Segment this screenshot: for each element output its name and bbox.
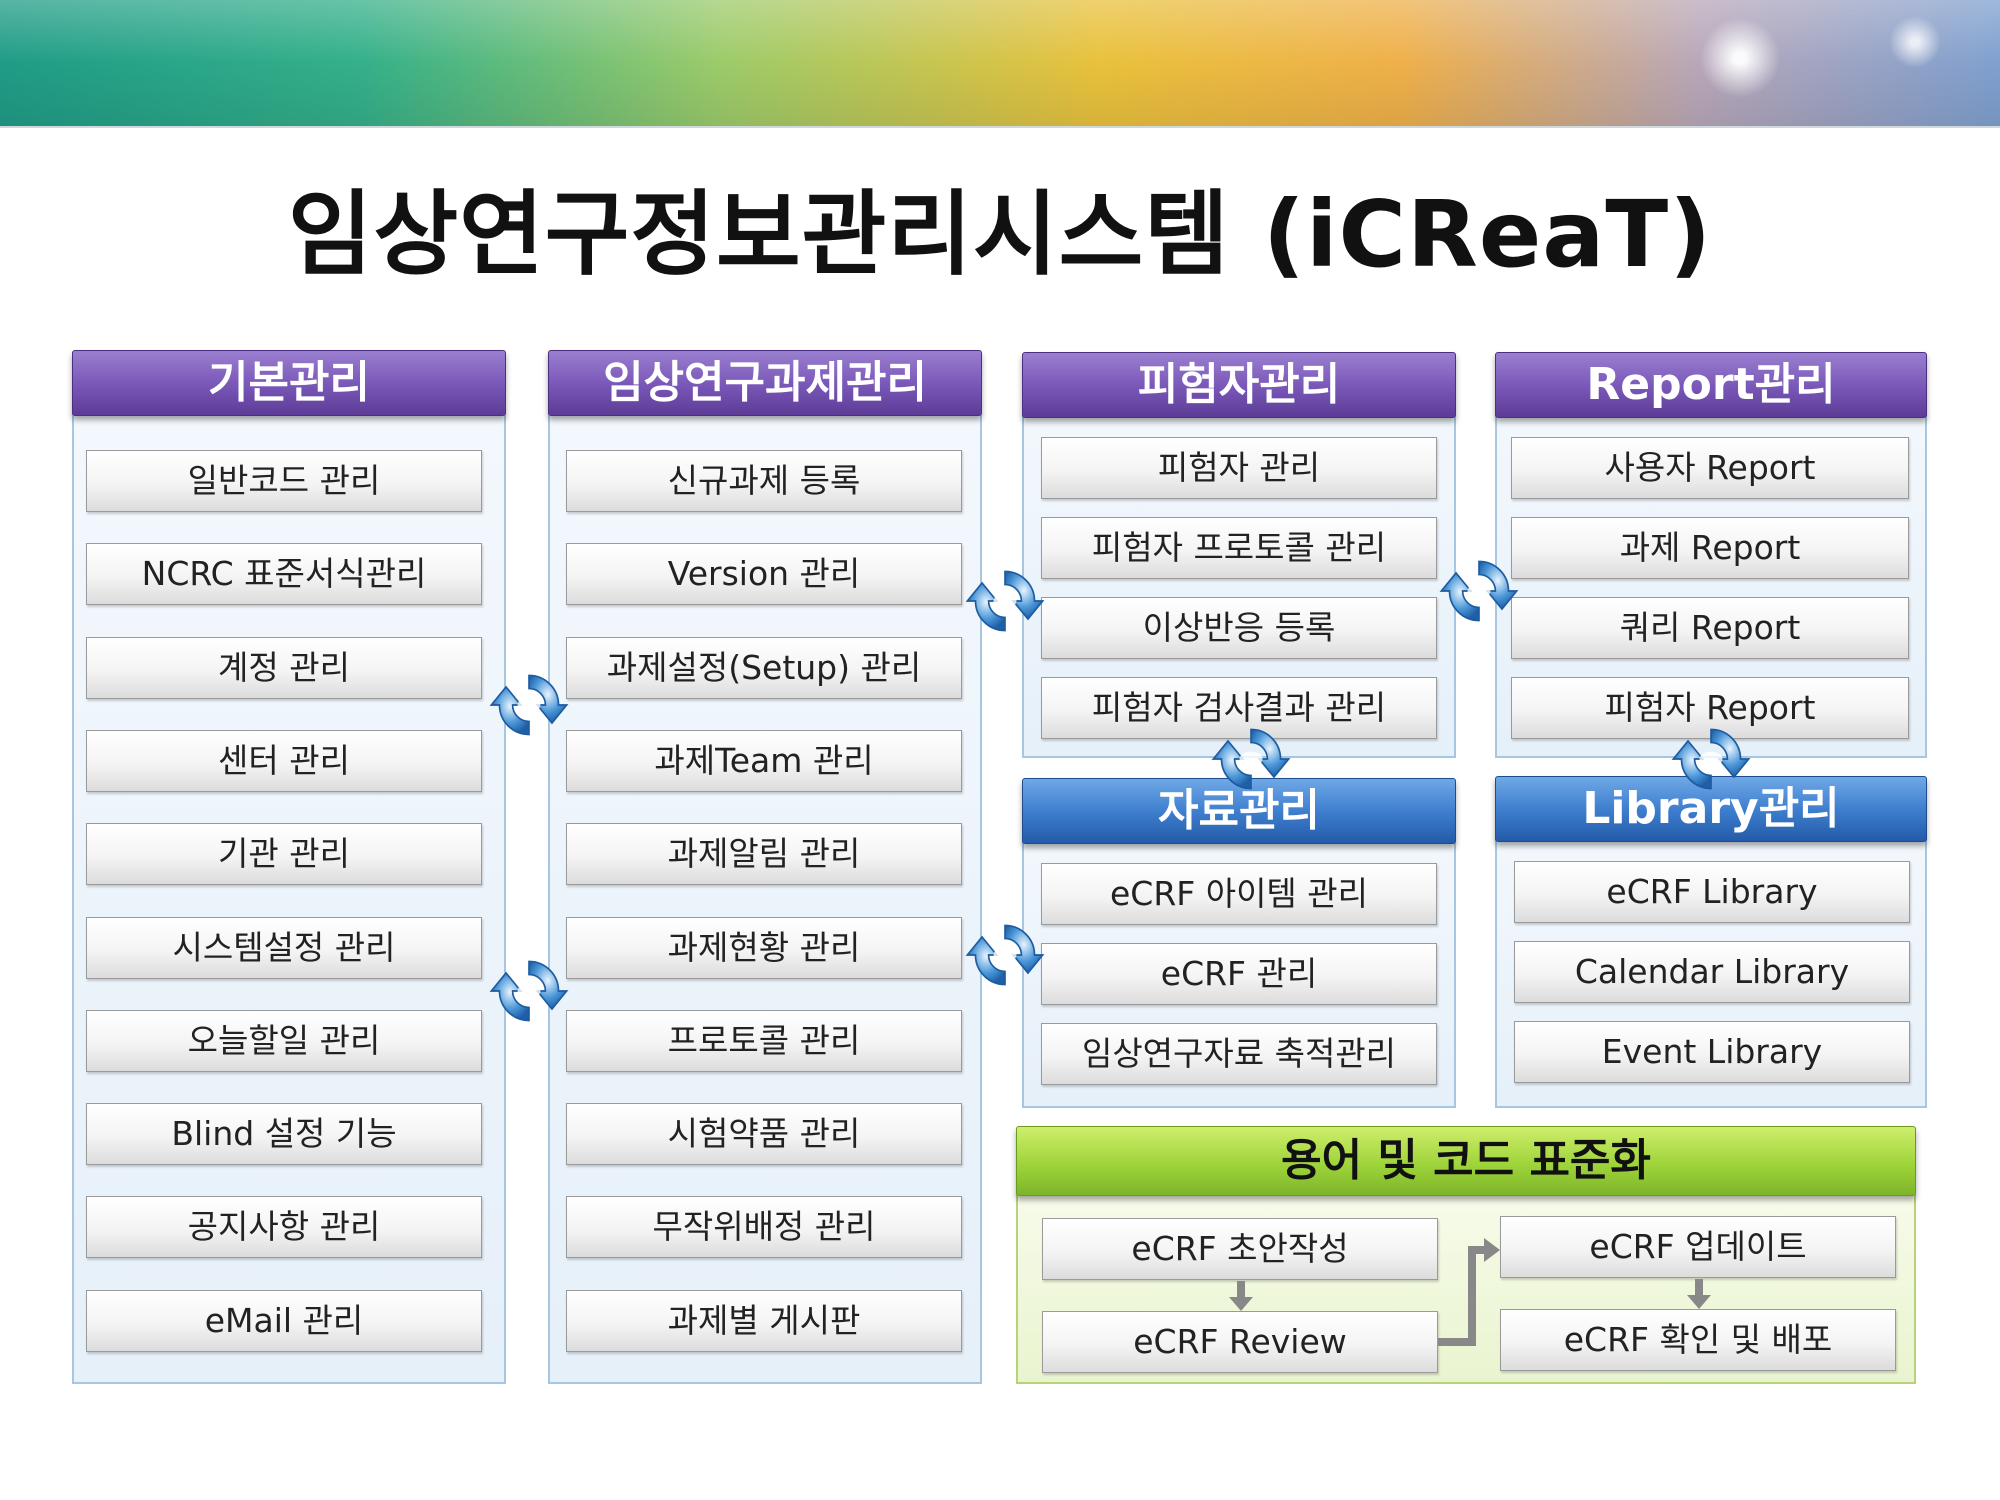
subject-item-3[interactable]: 이상반응 등록 — [1041, 597, 1437, 659]
cycle-arrows-icon — [1210, 718, 1292, 800]
header-banner — [0, 0, 2000, 128]
basic-item-10[interactable]: eMail 관리 — [86, 1290, 482, 1352]
basic-item-6[interactable]: 시스템설정 관리 — [86, 917, 482, 979]
arrow-down-icon — [1687, 1279, 1711, 1309]
basic-item-8[interactable]: Blind 설정 기능 — [86, 1103, 482, 1165]
basic-item-7[interactable]: 오늘할일 관리 — [86, 1010, 482, 1072]
subject-item-1[interactable]: 피험자 관리 — [1041, 437, 1437, 499]
data-item-3[interactable]: 임상연구자료 축적관리 — [1041, 1023, 1437, 1085]
standard-item-release[interactable]: eCRF 확인 및 배포 — [1500, 1309, 1896, 1371]
project-item-10[interactable]: 과제별 게시판 — [566, 1290, 962, 1352]
cycle-arrows-icon — [964, 560, 1046, 642]
standard-item-draft[interactable]: eCRF 초안작성 — [1042, 1218, 1438, 1280]
subject-item-2[interactable]: 피험자 프로토콜 관리 — [1041, 517, 1437, 579]
project-item-9[interactable]: 무작위배정 관리 — [566, 1196, 962, 1258]
project-item-8[interactable]: 시험약품 관리 — [566, 1103, 962, 1165]
basic-item-5[interactable]: 기관 관리 — [86, 823, 482, 885]
standard-item-update[interactable]: eCRF 업데이트 — [1500, 1216, 1896, 1278]
report-item-4[interactable]: 피험자 Report — [1511, 677, 1909, 739]
report-item-2[interactable]: 과제 Report — [1511, 517, 1909, 579]
library-item-3[interactable]: Event Library — [1514, 1021, 1910, 1083]
project-header: 임상연구과제관리 — [548, 350, 982, 416]
project-item-2[interactable]: Version 관리 — [566, 543, 962, 605]
basic-item-3[interactable]: 계정 관리 — [86, 637, 482, 699]
cycle-arrows-icon — [488, 664, 570, 746]
cycle-arrows-icon — [1670, 718, 1752, 800]
basic-item-2[interactable]: NCRC 표준서식관리 — [86, 543, 482, 605]
project-item-4[interactable]: 과제Team 관리 — [566, 730, 962, 792]
project-item-7[interactable]: 프로토콜 관리 — [566, 1010, 962, 1072]
data-header: 자료관리 — [1022, 778, 1456, 844]
basic-header: 기본관리 — [72, 350, 506, 416]
basic-item-1[interactable]: 일반코드 관리 — [86, 450, 482, 512]
project-item-6[interactable]: 과제현황 관리 — [566, 917, 962, 979]
standard-header: 용어 및 코드 표준화 — [1016, 1126, 1916, 1196]
basic-item-9[interactable]: 공지사항 관리 — [86, 1196, 482, 1258]
library-item-1[interactable]: eCRF Library — [1514, 861, 1910, 923]
project-item-5[interactable]: 과제알림 관리 — [566, 823, 962, 885]
subject-item-4[interactable]: 피험자 검사결과 관리 — [1041, 677, 1437, 739]
project-item-3[interactable]: 과제설정(Setup) 관리 — [566, 637, 962, 699]
page-title: 임상연구정보관리시스템 (iCReaT) — [287, 181, 1713, 288]
data-item-1[interactable]: eCRF 아이템 관리 — [1041, 863, 1437, 925]
project-item-1[interactable]: 신규과제 등록 — [566, 450, 962, 512]
subject-header: 피험자관리 — [1022, 352, 1456, 418]
report-header: Report관리 — [1495, 352, 1927, 418]
report-item-3[interactable]: 쿼리 Report — [1511, 597, 1909, 659]
elbow-arrow-icon — [1438, 1238, 1500, 1346]
cycle-arrows-icon — [964, 914, 1046, 996]
library-item-2[interactable]: Calendar Library — [1514, 941, 1910, 1003]
standard-item-review[interactable]: eCRF Review — [1042, 1311, 1438, 1373]
data-item-2[interactable]: eCRF 관리 — [1041, 943, 1437, 1005]
cycle-arrows-icon — [1438, 550, 1520, 632]
arrow-down-icon — [1229, 1281, 1253, 1311]
cycle-arrows-icon — [488, 950, 570, 1032]
basic-item-4[interactable]: 센터 관리 — [86, 730, 482, 792]
report-item-1[interactable]: 사용자 Report — [1511, 437, 1909, 499]
